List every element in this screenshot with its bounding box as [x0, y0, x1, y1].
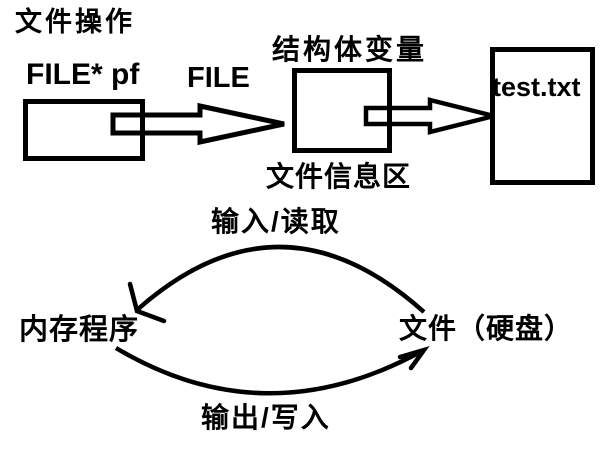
- page-title: 文件操作: [15, 7, 135, 37]
- memory-program-label: 内存程序: [19, 314, 140, 346]
- file-box: [490, 47, 595, 185]
- disk-file-label: 文件（硬盘）: [399, 313, 574, 344]
- output-write-label: 输出/写入: [201, 402, 331, 433]
- struct-variable-label: 结构体变量: [272, 34, 428, 65]
- file-name-label: test.txt: [492, 72, 581, 102]
- file-pointer-box: [23, 99, 145, 161]
- file-info-label: 文件信息区: [266, 161, 412, 192]
- file-type-label: FILE: [187, 62, 250, 94]
- write-curve: [114, 346, 424, 396]
- struct-variable-box: [292, 68, 392, 153]
- input-read-label: 输入/读取: [211, 206, 341, 237]
- write-arrowhead-icon: [397, 346, 430, 371]
- read-curve: [135, 244, 426, 314]
- file-pointer-label: FILE* pf: [26, 58, 140, 91]
- struct-to-file-arrow: [363, 97, 495, 135]
- read-arrowhead-icon: [127, 281, 167, 324]
- pointer-arrow: [110, 102, 285, 146]
